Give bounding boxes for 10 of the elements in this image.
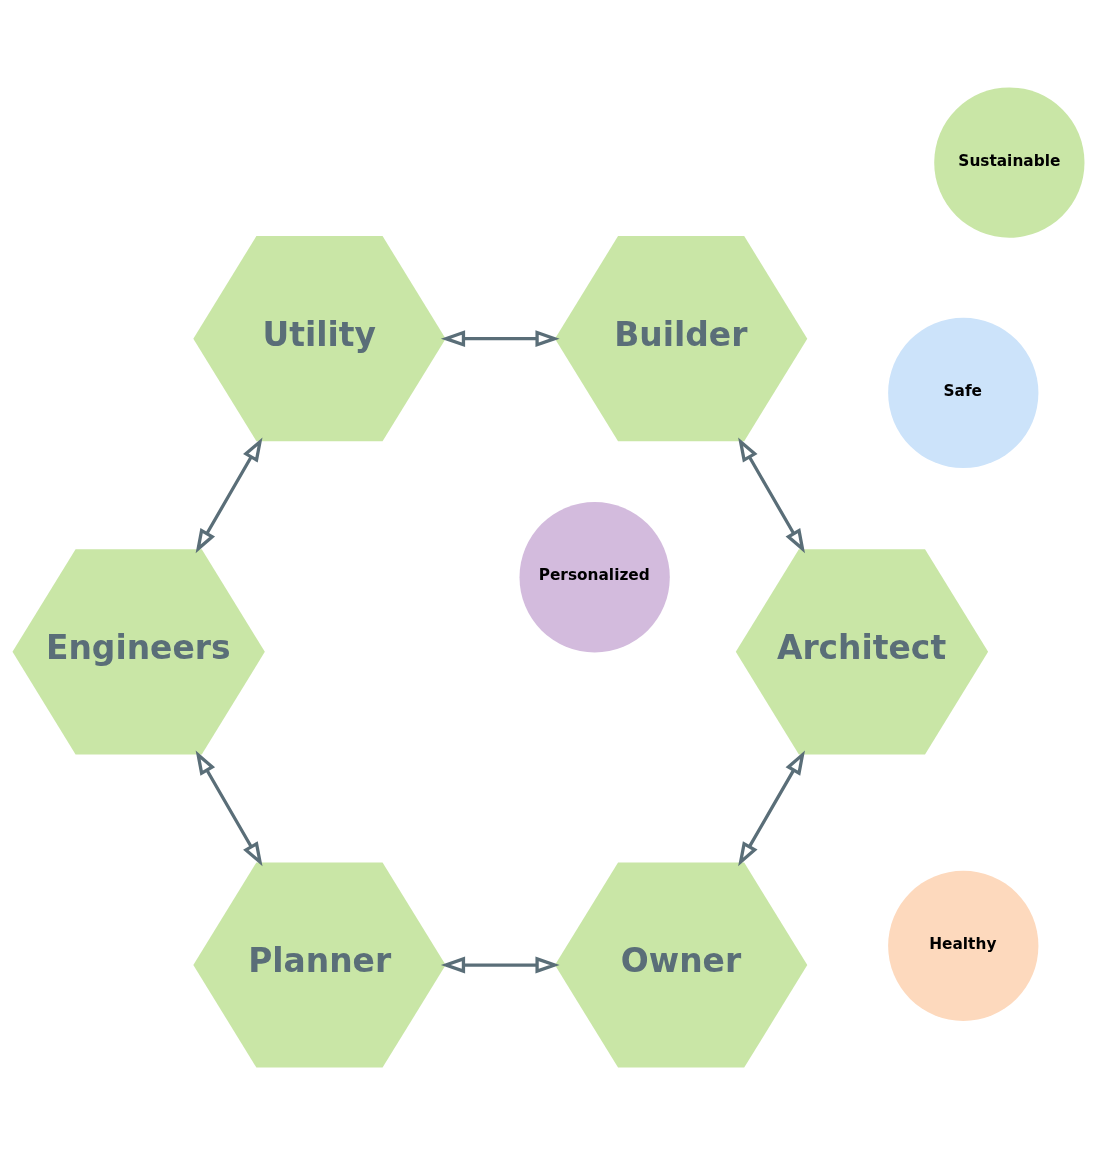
arrow: [738, 437, 805, 554]
arrow: [440, 956, 560, 974]
arrow: [195, 750, 263, 867]
arrow: [440, 330, 560, 348]
node-circle: Healthy: [888, 870, 1039, 1021]
arrow: [195, 437, 263, 554]
arrow: [738, 750, 805, 867]
node-circle: Sustainable: [934, 87, 1085, 238]
node-circle: Safe: [888, 317, 1039, 469]
node-circle: Personalized: [519, 502, 670, 653]
